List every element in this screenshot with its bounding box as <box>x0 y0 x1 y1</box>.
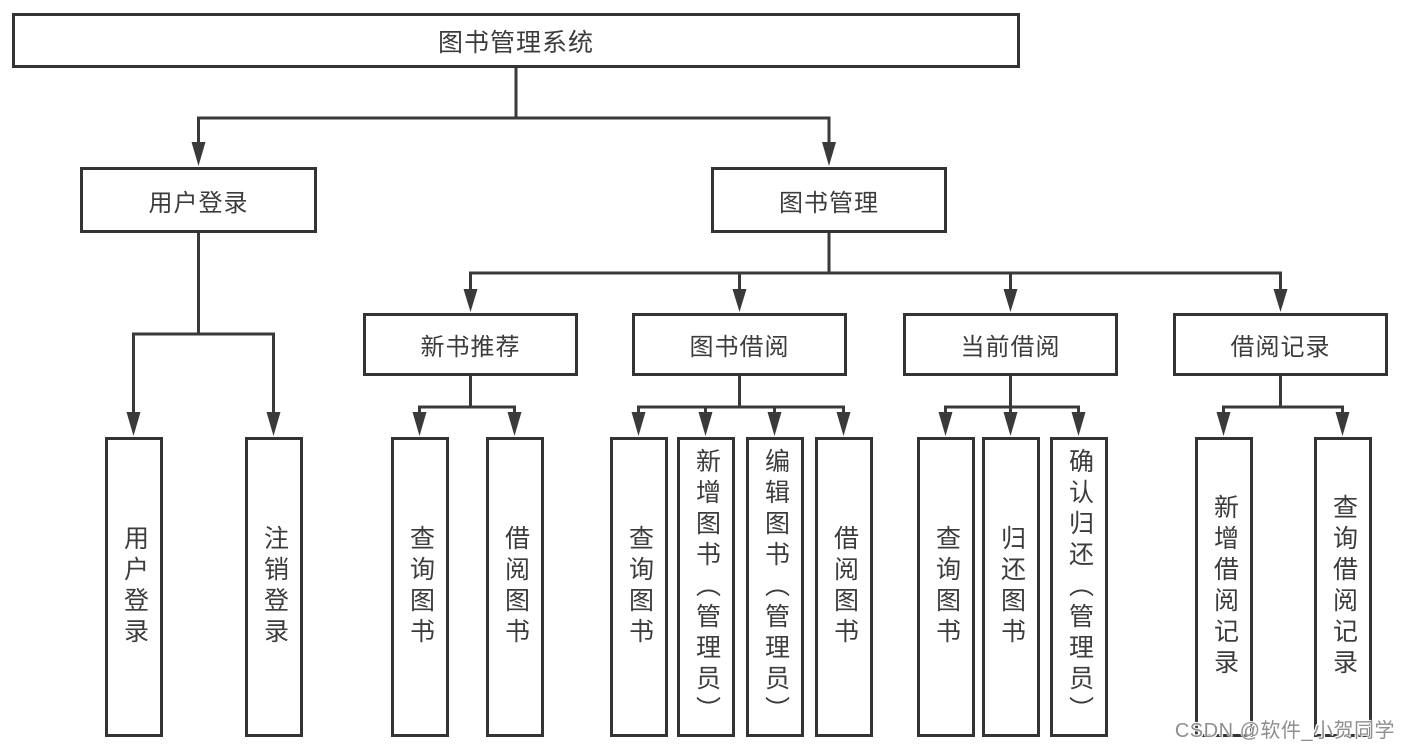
arrowhead <box>938 412 953 436</box>
arrowhead <box>126 412 141 436</box>
arrowhead <box>507 412 522 436</box>
edge-line <box>132 231 275 416</box>
leaf-add-borrow-record: 新增借阅记录 <box>1195 437 1253 737</box>
leaf-return-books: 归还图书 <box>982 437 1040 737</box>
leaf-label: 归还图书 <box>997 525 1026 649</box>
arrowhead <box>1335 412 1350 436</box>
edge-line <box>197 66 831 146</box>
leaf-label: 查询图书 <box>406 525 435 649</box>
leaf-label: 注销登录 <box>260 525 289 649</box>
arrowhead <box>732 289 747 312</box>
node-borrow-records: 借阅记录 <box>1173 313 1388 376</box>
node-root: 图书管理系统 <box>12 13 1020 68</box>
arrowhead <box>1071 412 1086 436</box>
edges-root-to-level2 <box>191 66 836 166</box>
edge-line <box>469 231 1282 293</box>
leaf-label: 查询图书 <box>625 525 654 649</box>
arrowhead <box>631 412 646 436</box>
leaf-edit-books-admin: 编辑图书（管理员） <box>746 437 804 737</box>
leaf-query-books-current: 查询图书 <box>917 437 975 737</box>
leaf-confirm-return-admin: 确认归还（管理员） <box>1050 437 1108 737</box>
edge-line <box>1222 374 1344 416</box>
arrowhead <box>266 412 281 436</box>
leaf-query-borrow-record: 查询借阅记录 <box>1314 437 1372 737</box>
leaf-label: 查询图书 <box>932 525 961 649</box>
leaf-query-books-recommend: 查询图书 <box>391 437 449 737</box>
arrowhead <box>1003 412 1018 436</box>
edge-line <box>418 374 516 416</box>
arrowhead <box>836 412 851 436</box>
node-user-login: 用户登录 <box>80 167 317 233</box>
node-book-management: 图书管理 <box>711 167 947 233</box>
leaf-query-books-borrow: 查询图书 <box>610 437 668 737</box>
edges-user-login-to-leaves <box>126 231 281 436</box>
edges-borrow-records-to-leaves <box>1216 374 1350 436</box>
arrowhead <box>698 412 713 436</box>
arrowhead <box>1273 289 1288 312</box>
leaf-label: 确认归还（管理员） <box>1065 447 1094 727</box>
csdn-watermark: CSDN @软件_小贺同学 <box>1174 720 1395 742</box>
leaf-add-books-admin: 新增图书（管理员） <box>677 437 735 737</box>
leaf-label: 借阅图书 <box>501 525 530 649</box>
arrowhead <box>822 142 836 166</box>
leaf-logout-login: 注销登录 <box>245 437 303 737</box>
leaf-label: 新增借阅记录 <box>1210 494 1239 680</box>
arrowhead <box>1003 289 1018 312</box>
leaf-label: 用户登录 <box>120 525 149 649</box>
node-new-book-recommend: 新书推荐 <box>363 313 578 376</box>
edges-book-management-to-level3 <box>463 231 1288 312</box>
arrowhead <box>463 289 478 312</box>
leaf-user-login: 用户登录 <box>105 437 163 737</box>
leaf-borrow-books: 借阅图书 <box>815 437 873 737</box>
edge-line <box>944 374 1080 416</box>
edges-new-book-recommend-to-leaves <box>412 374 522 436</box>
leaf-borrow-books-recommend: 借阅图书 <box>486 437 544 737</box>
leaf-label: 编辑图书（管理员） <box>761 447 790 727</box>
arrowhead <box>191 142 206 166</box>
node-book-borrow: 图书借阅 <box>632 313 847 376</box>
arrowhead <box>767 412 782 436</box>
leaf-label: 查询借阅记录 <box>1329 494 1358 680</box>
arrowhead <box>1216 412 1231 436</box>
edges-current-borrow-to-leaves <box>938 374 1086 436</box>
arrowhead <box>412 412 427 436</box>
edges-book-borrow-to-leaves <box>631 374 851 436</box>
leaf-label: 新增图书（管理员） <box>692 447 721 727</box>
leaf-label: 借阅图书 <box>830 525 859 649</box>
node-current-borrow: 当前借阅 <box>903 313 1118 376</box>
edge-line <box>637 374 845 416</box>
